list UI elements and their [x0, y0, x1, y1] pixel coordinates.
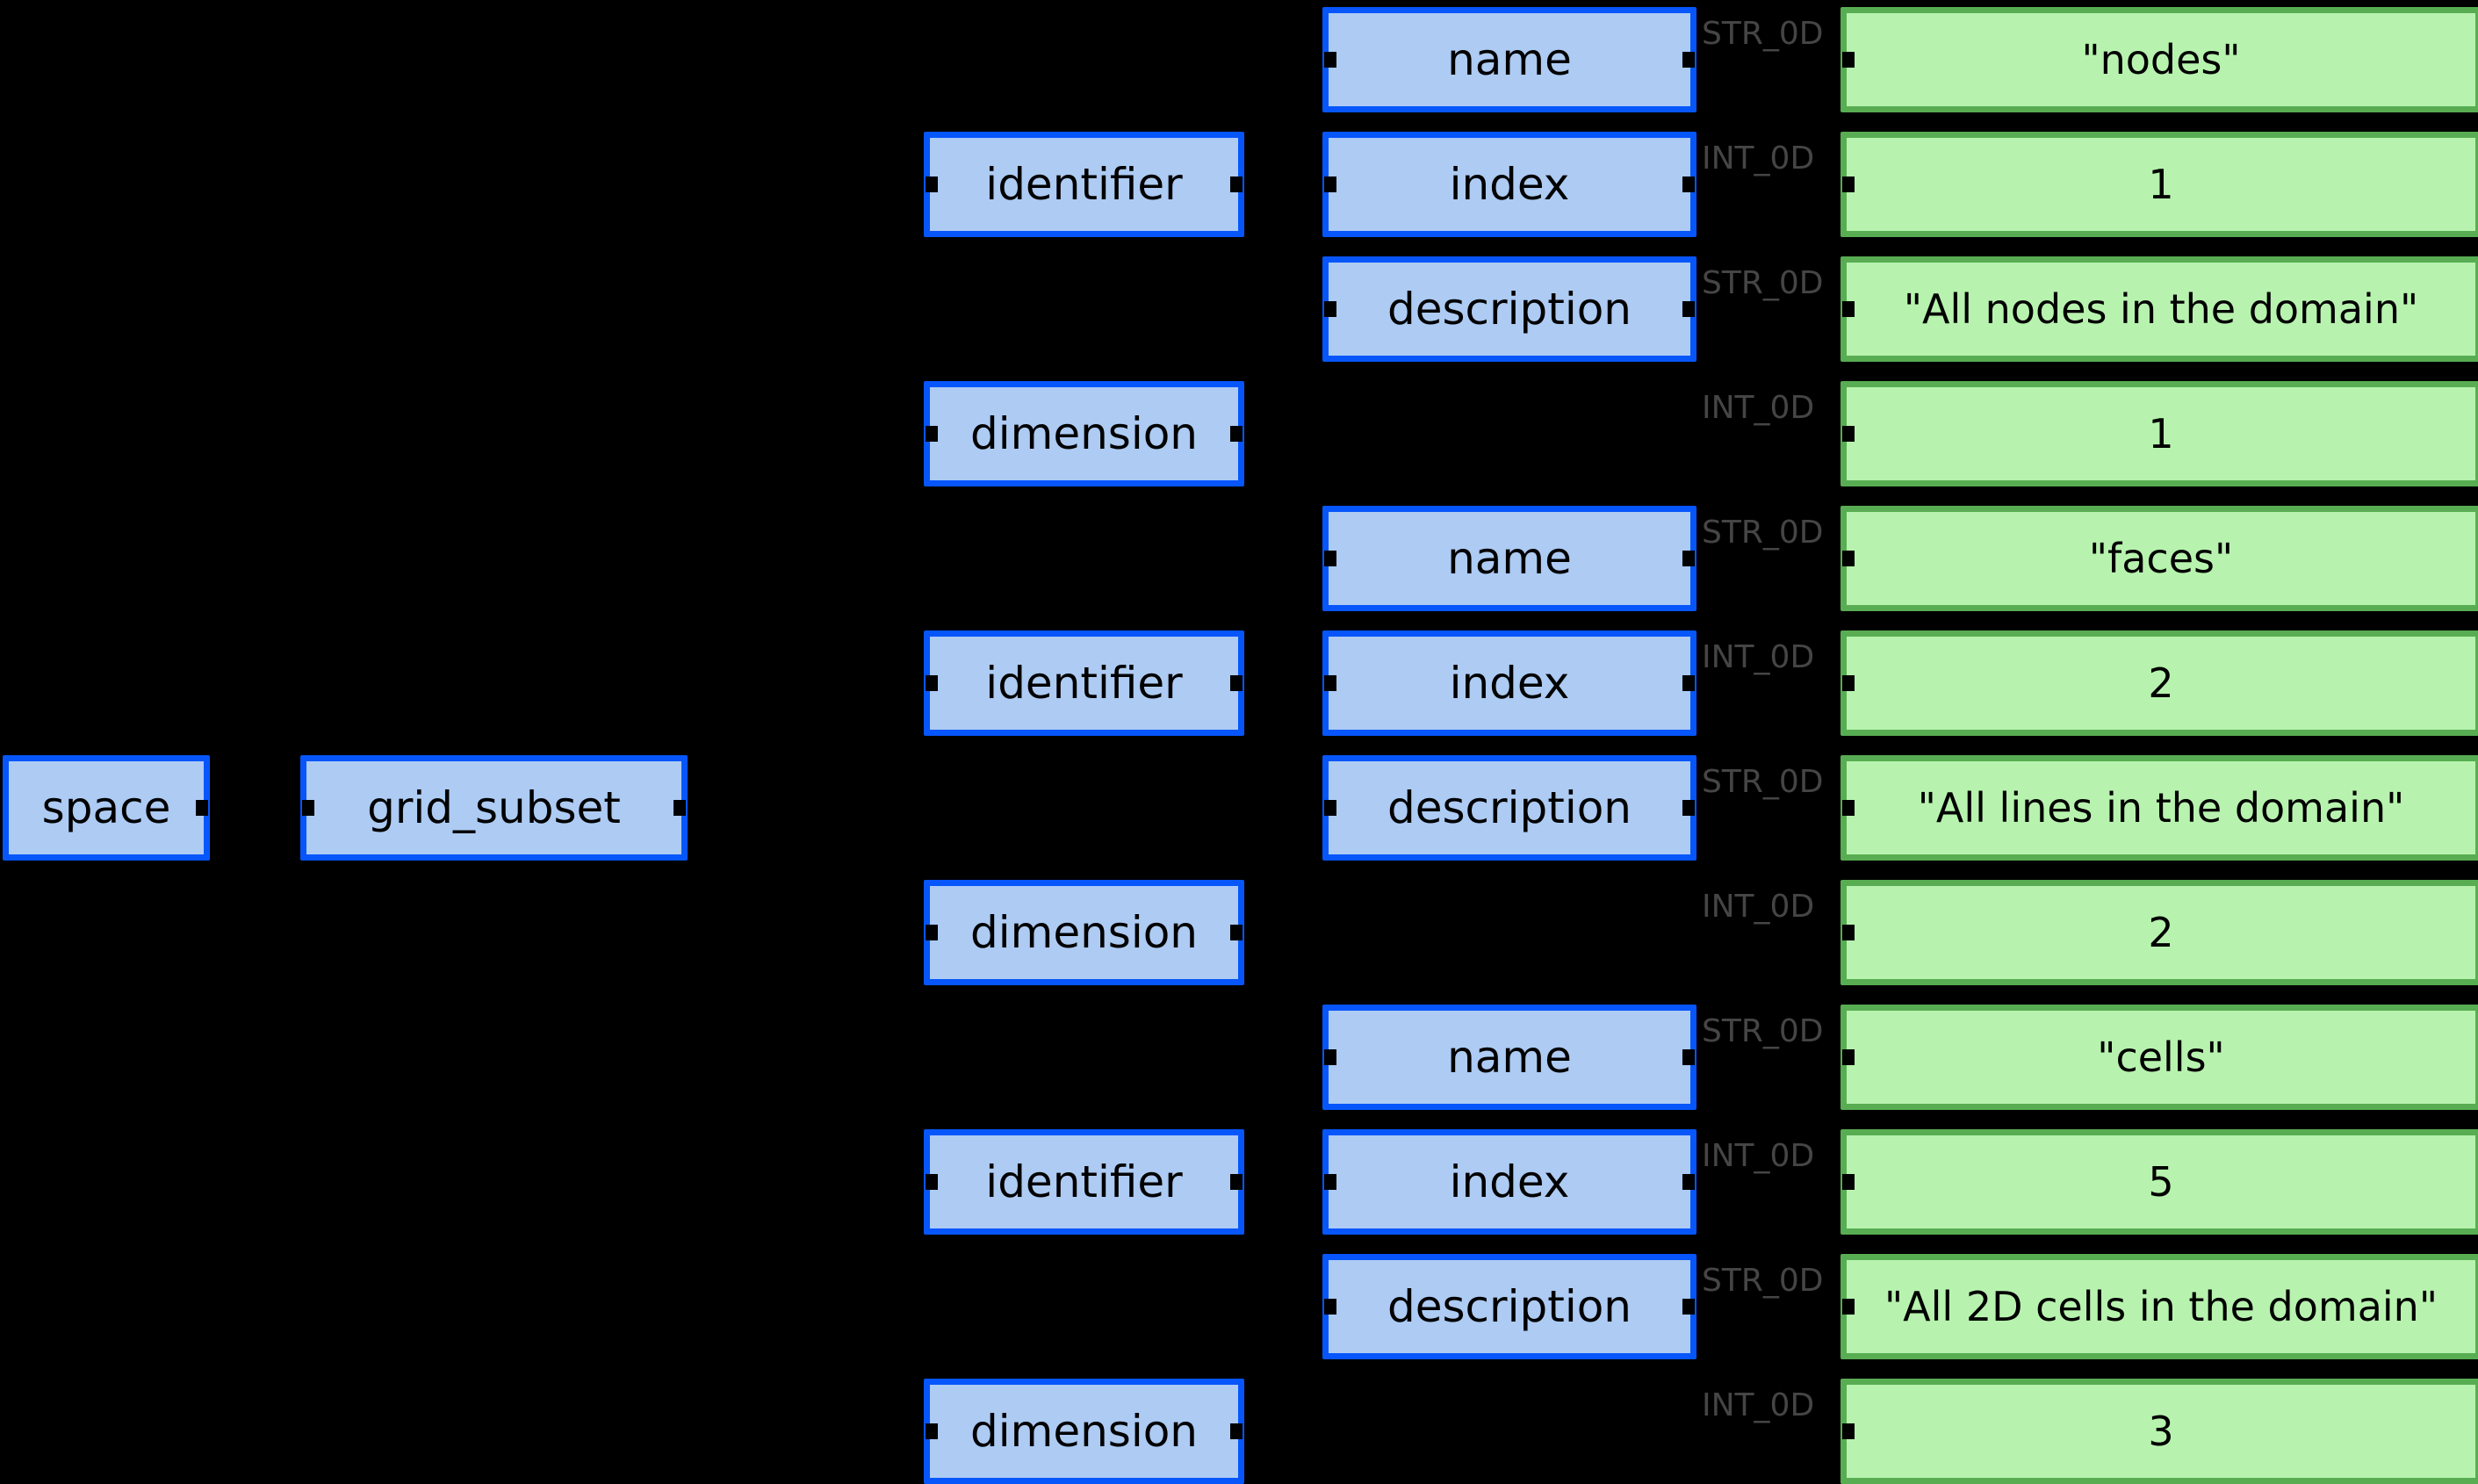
value-dimension-1: 1 — [1840, 381, 2478, 486]
type-label: INT_0D — [1702, 1138, 1815, 1174]
node-name: name — [1322, 506, 1696, 611]
value-name-cells: "cells" — [1840, 1005, 2478, 1110]
node-dimension: dimension — [924, 880, 1244, 985]
node-identifier: identifier — [924, 1129, 1244, 1235]
type-label: STR_0D — [1702, 764, 1824, 800]
type-label: STR_0D — [1702, 16, 1824, 52]
value-name-nodes: "nodes" — [1840, 7, 2478, 112]
node-identifier: identifier — [924, 132, 1244, 237]
node-space: space — [3, 755, 210, 861]
value-name-faces: "faces" — [1840, 506, 2478, 611]
value-description-cells: "All 2D cells in the domain" — [1840, 1254, 2478, 1359]
value-index-5: 5 — [1840, 1129, 2478, 1235]
node-description: description — [1322, 755, 1696, 861]
value-index-2: 2 — [1840, 630, 2478, 736]
node-grid-subset: grid_subset — [300, 755, 688, 861]
node-index: index — [1322, 1129, 1696, 1235]
node-identifier: identifier — [924, 630, 1244, 736]
value-index-1: 1 — [1840, 132, 2478, 237]
value-description-faces: "All lines in the domain" — [1840, 755, 2478, 861]
node-name: name — [1322, 7, 1696, 112]
type-label: INT_0D — [1702, 390, 1815, 426]
value-dimension-2: 2 — [1840, 880, 2478, 985]
node-description: description — [1322, 1254, 1696, 1359]
node-index: index — [1322, 132, 1696, 237]
node-dimension: dimension — [924, 381, 1244, 486]
type-label: STR_0D — [1702, 265, 1824, 301]
node-dimension: dimension — [924, 1379, 1244, 1484]
node-description: description — [1322, 256, 1696, 362]
value-description-nodes: "All nodes in the domain" — [1840, 256, 2478, 362]
type-label: INT_0D — [1702, 889, 1815, 925]
type-label: INT_0D — [1702, 639, 1815, 675]
value-dimension-3: 3 — [1840, 1379, 2478, 1484]
type-label: STR_0D — [1702, 1013, 1824, 1049]
type-label: INT_0D — [1702, 140, 1815, 176]
type-label: STR_0D — [1702, 1263, 1824, 1299]
node-index: index — [1322, 630, 1696, 736]
type-label: INT_0D — [1702, 1387, 1815, 1423]
type-label: STR_0D — [1702, 515, 1824, 551]
node-name: name — [1322, 1005, 1696, 1110]
